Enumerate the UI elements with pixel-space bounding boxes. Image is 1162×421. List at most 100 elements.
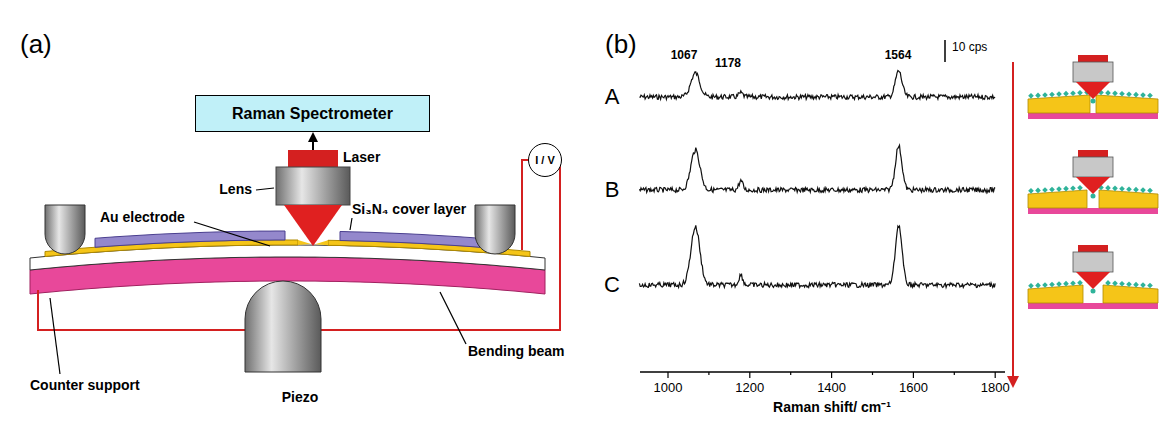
part-label: Lens [219,182,252,197]
axis-tick [995,372,996,378]
molecule [1049,187,1055,193]
cartoon-electrode [1028,95,1090,113]
x-axis [640,371,1005,373]
leader-line [350,218,352,230]
molecule [1105,185,1111,191]
axis-title: Raman shift/ cm⁻¹ [773,400,891,415]
molecule [1126,281,1132,287]
axis-tick [831,372,832,378]
molecule [1028,93,1034,99]
molecule [1035,188,1041,194]
molecule [1112,91,1118,97]
cartoon-electrode [1096,95,1158,113]
scale-bar [944,40,946,62]
molecule [1070,185,1076,191]
molecule [1112,186,1118,192]
axis-tick-label: 1400 [817,381,846,395]
molecule [1063,186,1069,192]
part-label: Laser [343,150,380,165]
signal-arrow [312,134,314,150]
spectrum-label: A [605,85,620,109]
cartoon-laser [1078,55,1108,62]
spectrum-label: B [605,178,620,202]
piezo-actuator [245,281,321,372]
molecule [1091,99,1096,104]
part-label: Si₃N₄ cover layer [352,202,466,217]
wire [522,160,528,250]
cartoon-lens [1073,252,1113,272]
electrode-tip [298,240,311,245]
molecule [1105,90,1111,96]
molecule [1070,280,1076,286]
cartoon-laser [1078,150,1108,157]
molecule [1091,194,1096,199]
panel-label: (a) [20,30,52,59]
node-text: I / V [535,154,555,166]
molecule [1112,281,1118,287]
molecule [1077,185,1083,191]
spectrum-label: C [604,273,620,297]
cartoon-electrode [1028,285,1083,303]
molecule [1049,92,1055,98]
peak-label: 1178 [715,57,741,70]
molecule [1126,91,1132,97]
molecule [1077,280,1083,286]
leader-line [256,188,274,190]
molecule [1105,280,1111,286]
leader-line [440,292,466,344]
peak-label: 1564 [885,49,912,62]
molecule [1126,186,1132,192]
sequence-arrow [1012,62,1014,386]
axis-ticks [668,372,995,378]
molecule [1028,188,1034,194]
raman-spectrum [639,145,995,192]
molecule [1035,283,1041,289]
molecule [1056,186,1062,192]
panel-label: (b) [605,30,637,59]
molecule [1119,281,1125,287]
axis-tick-label: 1600 [899,381,928,395]
axis-tick [708,372,709,375]
scale-label: 10 cps [952,41,987,54]
axis-tick [913,372,914,378]
laser-focus [284,205,342,246]
axis-tick-label: 1200 [735,381,764,395]
molecule [1063,91,1069,97]
molecule [1147,188,1153,194]
molecule [1042,282,1048,288]
cartoon-focus [1076,177,1110,194]
molecule [1049,282,1055,288]
molecule [1056,91,1062,97]
node-text: Raman Spectrometer [232,105,393,123]
electrode-tip [315,240,328,245]
molecule [1147,283,1153,289]
axis-tick [790,372,791,375]
cartoon-beam [1028,303,1158,309]
leader-line [50,298,60,374]
molecule [1119,91,1125,97]
cartoon-lens [1073,62,1113,82]
axis-tick-label: 1800 [981,381,1010,395]
cartoon-electrode [1028,190,1087,208]
cover-layer [95,231,285,247]
part-label: Counter support [30,378,140,393]
part-label: Bending beam [468,344,564,359]
axis-tick-label: 1000 [654,381,683,395]
leader-line [194,222,270,246]
cartoon-electrode [1099,190,1158,208]
axis-tick [954,372,955,375]
molecule [1042,92,1048,98]
molecule [1140,282,1146,288]
molecule [1119,186,1125,192]
raman-spectrum [639,71,995,100]
molecule [1140,187,1146,193]
peak-label: 1067 [671,49,698,62]
molecule [1035,93,1041,99]
axis-tick [872,372,873,375]
molecule [1147,93,1153,99]
molecule [1133,187,1139,193]
lens [276,167,350,205]
cartoon-beam [1028,208,1158,214]
molecule [1070,90,1076,96]
cartoon-beam [1028,113,1158,119]
